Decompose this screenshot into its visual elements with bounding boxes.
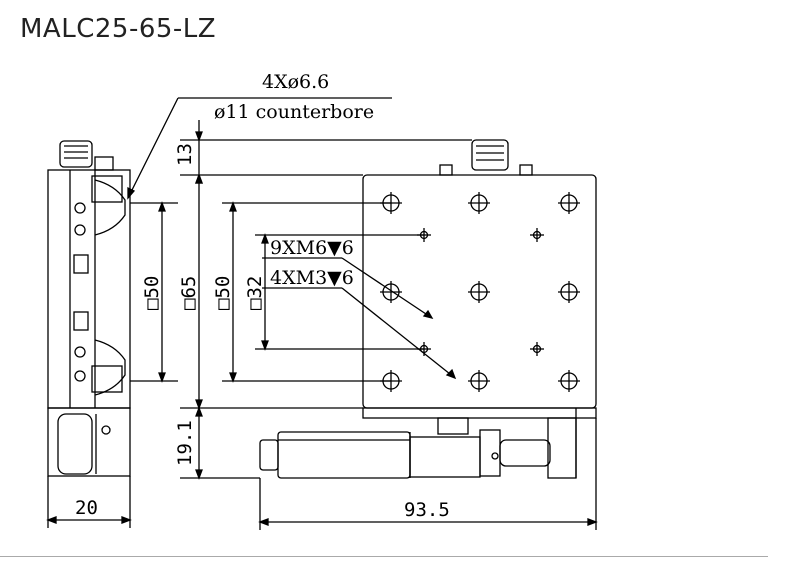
dim-table-50: □50 bbox=[212, 276, 234, 310]
top-view bbox=[127, 97, 598, 530]
counterbore-callout: ø11 counterbore bbox=[214, 101, 374, 123]
divider bbox=[0, 556, 768, 557]
dim-side-50: □50 bbox=[141, 276, 163, 310]
dim-20: 20 bbox=[75, 497, 98, 519]
thru-hole-callout: 4Xø6.6 bbox=[262, 71, 329, 93]
micrometer bbox=[259, 408, 577, 479]
dim-65: □65 bbox=[178, 276, 200, 310]
dim-19-1: 19.1 bbox=[174, 420, 196, 466]
side-view bbox=[46, 140, 132, 528]
side-body bbox=[47, 169, 131, 409]
drawing-title: MALC25-65-LZ bbox=[20, 14, 217, 44]
m6-callout: 9XM6▼6 bbox=[270, 237, 354, 259]
dim-93-5: 93.5 bbox=[404, 499, 450, 521]
side-knob bbox=[59, 140, 93, 168]
m6-holes bbox=[380, 192, 580, 392]
side-lower bbox=[47, 407, 131, 477]
base-plate bbox=[362, 407, 597, 419]
m3-callout: 4XM3▼6 bbox=[270, 267, 354, 289]
dim-32: □32 bbox=[244, 276, 266, 310]
dim-13: 13 bbox=[174, 143, 196, 166]
top-knob bbox=[471, 139, 509, 171]
